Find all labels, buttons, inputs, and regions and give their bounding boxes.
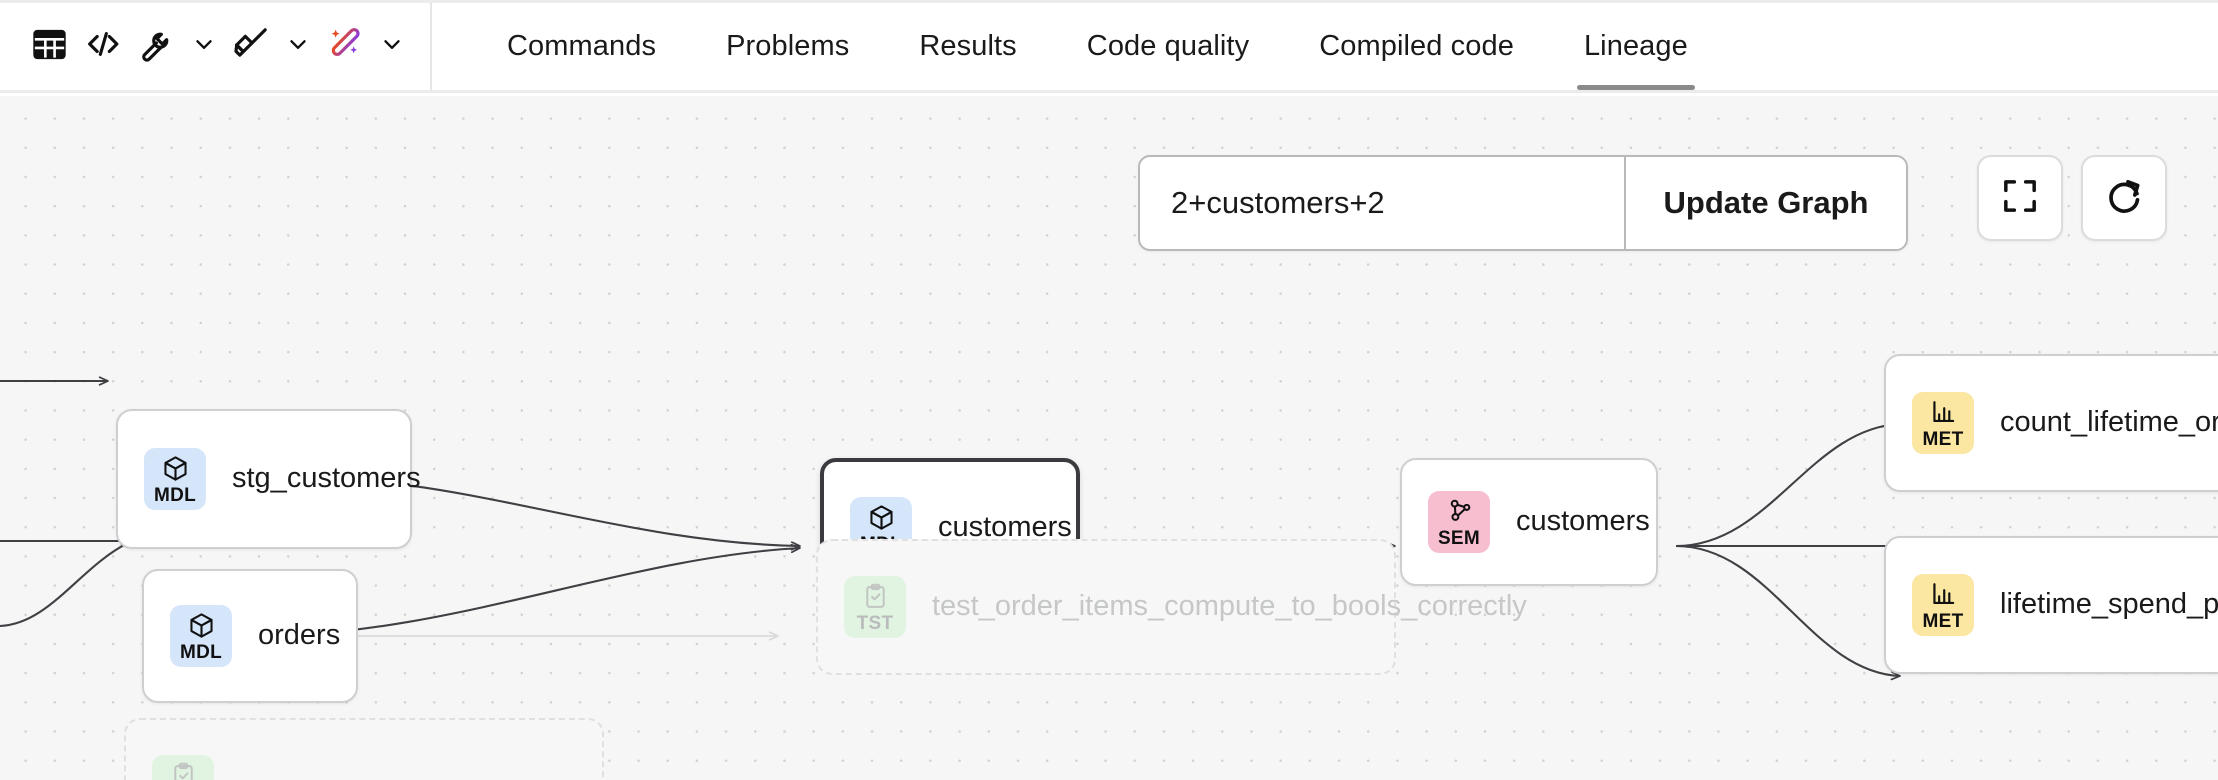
tab-commands[interactable]: Commands xyxy=(472,3,691,90)
bar-chart-icon xyxy=(1929,398,1958,428)
node-type-badge-met: MET xyxy=(1912,392,1974,454)
tab-label: Problems xyxy=(726,30,850,62)
graph-selector-bar: Update Graph xyxy=(1138,155,1908,251)
refresh-button[interactable] xyxy=(2081,155,2167,241)
graph-node-orders[interactable]: MDL orders xyxy=(142,569,358,703)
table-icon xyxy=(31,26,68,68)
ai-assistant-button[interactable] xyxy=(318,18,372,76)
cube-icon xyxy=(187,611,216,641)
chevron-down-icon xyxy=(285,31,311,62)
tab-label: Lineage xyxy=(1583,30,1688,62)
tab-code-quality[interactable]: Code quality xyxy=(1052,3,1284,90)
cube-icon xyxy=(161,454,190,484)
node-label: stg_customers xyxy=(232,462,421,495)
tab-results[interactable]: Results xyxy=(884,3,1051,90)
badge-code: SEM xyxy=(1437,527,1481,549)
format-code-button[interactable] xyxy=(224,18,278,76)
badge-code: MET xyxy=(1922,428,1964,450)
tab-label: Commands xyxy=(507,30,657,62)
broom-icon xyxy=(231,24,271,69)
tab-underline xyxy=(1080,85,1256,90)
node-label: lifetime_spend_preta xyxy=(2000,588,2218,621)
node-type-badge-mdl: MDL xyxy=(144,448,206,510)
fit-view-button[interactable] xyxy=(1977,155,2063,241)
graph-node-lifetime-spend-pretax[interactable]: MET lifetime_spend_preta xyxy=(1884,536,2218,674)
cube-icon xyxy=(867,503,896,533)
tab-underline xyxy=(912,85,1023,90)
top-toolbar: Commands Problems Results Code quality C… xyxy=(0,0,2218,93)
build-tools-caret[interactable] xyxy=(184,18,224,76)
badge-code: MDL xyxy=(153,484,197,506)
tab-problems[interactable]: Problems xyxy=(691,3,884,90)
tab-underline xyxy=(1576,85,1695,90)
node-type-badge-tst: TST xyxy=(844,576,906,638)
graph-node-stg-customers[interactable]: MDL stg_customers xyxy=(116,409,421,549)
node-label: test_order_items_compute_to_bools_correc… xyxy=(932,590,1527,623)
code-brackets-icon xyxy=(83,24,123,69)
chevron-down-icon xyxy=(379,31,405,62)
node-label: customers xyxy=(1516,505,1650,538)
bar-chart-icon xyxy=(1929,580,1958,610)
table-view-button[interactable] xyxy=(22,18,76,76)
clipboard-check-icon xyxy=(169,761,198,780)
chevron-down-icon xyxy=(191,31,217,62)
code-view-button[interactable] xyxy=(76,18,130,76)
clipboard-check-icon xyxy=(861,582,890,612)
node-type-badge-sem: SEM xyxy=(1428,491,1490,553)
tab-compiled-code[interactable]: Compiled code xyxy=(1284,3,1549,90)
update-graph-button[interactable]: Update Graph xyxy=(1624,157,1906,249)
network-icon xyxy=(1445,497,1474,527)
badge-code: TST xyxy=(856,612,894,634)
badge-code: MDL xyxy=(179,641,223,663)
graph-selector-input[interactable] xyxy=(1140,157,1624,249)
graph-node-customers-semantic[interactable]: SEM customers xyxy=(1400,458,1658,586)
node-type-badge-met: MET xyxy=(1912,574,1974,636)
tab-label: Compiled code xyxy=(1319,30,1514,62)
refresh-icon xyxy=(2103,175,2145,222)
ai-assistant-caret[interactable] xyxy=(372,18,412,76)
graph-node-count-lifetime-orders[interactable]: MET count_lifetime_order xyxy=(1884,354,2218,492)
tab-lineage[interactable]: Lineage xyxy=(1549,3,1723,90)
lineage-canvas[interactable]: MDL stg_customers MDL orders xyxy=(0,96,2218,780)
node-label: orders xyxy=(258,619,341,652)
tab-bar: Commands Problems Results Code quality C… xyxy=(432,3,1723,90)
graph-node-test-order-items[interactable]: TST test_order_items_compute_to_bools_co… xyxy=(816,539,1527,675)
node-label: count_lifetime_order xyxy=(2000,406,2218,439)
tab-label: Code quality xyxy=(1086,30,1250,62)
format-code-caret[interactable] xyxy=(278,18,318,76)
build-tools-button[interactable] xyxy=(130,18,184,76)
magic-wand-icon xyxy=(325,24,365,69)
node-type-badge-mdl: MDL xyxy=(170,605,232,667)
tab-label: Results xyxy=(919,30,1017,62)
fit-screen-icon xyxy=(2000,176,2040,221)
badge-code: MET xyxy=(1922,610,1964,632)
tab-underline xyxy=(1312,85,1521,90)
tab-underline xyxy=(719,85,856,90)
toolbar-icon-group xyxy=(0,3,432,90)
graph-node-test-partial[interactable]: TST xyxy=(124,718,604,780)
node-type-badge-tst: TST xyxy=(152,755,214,780)
wrench-icon xyxy=(137,24,177,69)
tab-underline xyxy=(500,85,663,90)
node-label: customers xyxy=(938,511,1072,544)
